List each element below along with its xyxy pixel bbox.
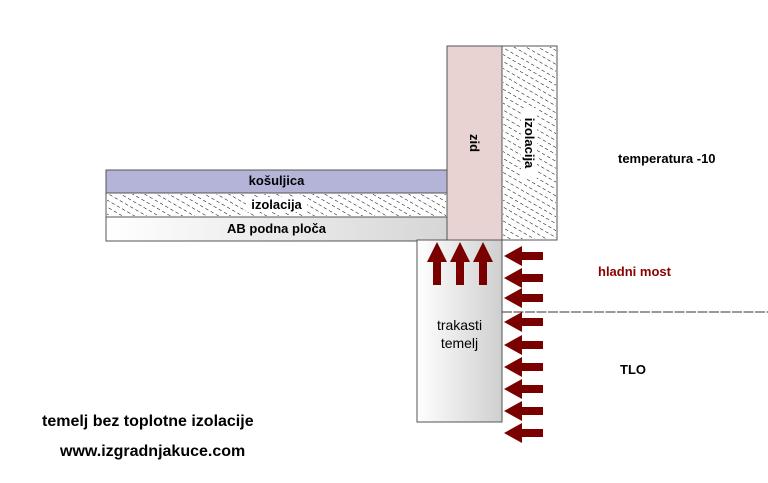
up-arrow — [473, 242, 493, 285]
left-arrow — [504, 423, 543, 443]
up-arrow — [427, 242, 447, 285]
left-arrow — [504, 401, 543, 421]
ab-slab-label: AB podna ploča — [227, 221, 326, 236]
left-arrow — [504, 335, 543, 355]
wall-label: zid — [467, 133, 482, 153]
website: www.izgradnjakuce.com — [60, 443, 246, 460]
left-arrow — [504, 357, 543, 377]
foundation-label-line2: temelj — [440, 335, 479, 351]
foundation-label-line1: trakasti — [436, 317, 483, 333]
left-arrow — [504, 312, 543, 332]
left-arrow — [504, 288, 543, 308]
left-arrows — [504, 246, 543, 443]
ground-label: TLO — [620, 362, 646, 377]
wall-insulation-label: izolacija — [521, 108, 537, 178]
left-arrow — [504, 379, 543, 399]
upward-arrows — [427, 242, 493, 285]
thermal-bridge-label: hladni most — [598, 264, 671, 279]
left-arrow — [504, 268, 543, 288]
caption: temelj bez toplotne izolacije — [42, 413, 254, 430]
kosuljica-label: košuljica — [248, 173, 305, 188]
temperature-label: temperatura -10 — [618, 151, 716, 166]
left-arrow — [504, 246, 543, 266]
up-arrow — [450, 242, 470, 285]
floor-insulation-label: izolacija — [246, 197, 307, 212]
